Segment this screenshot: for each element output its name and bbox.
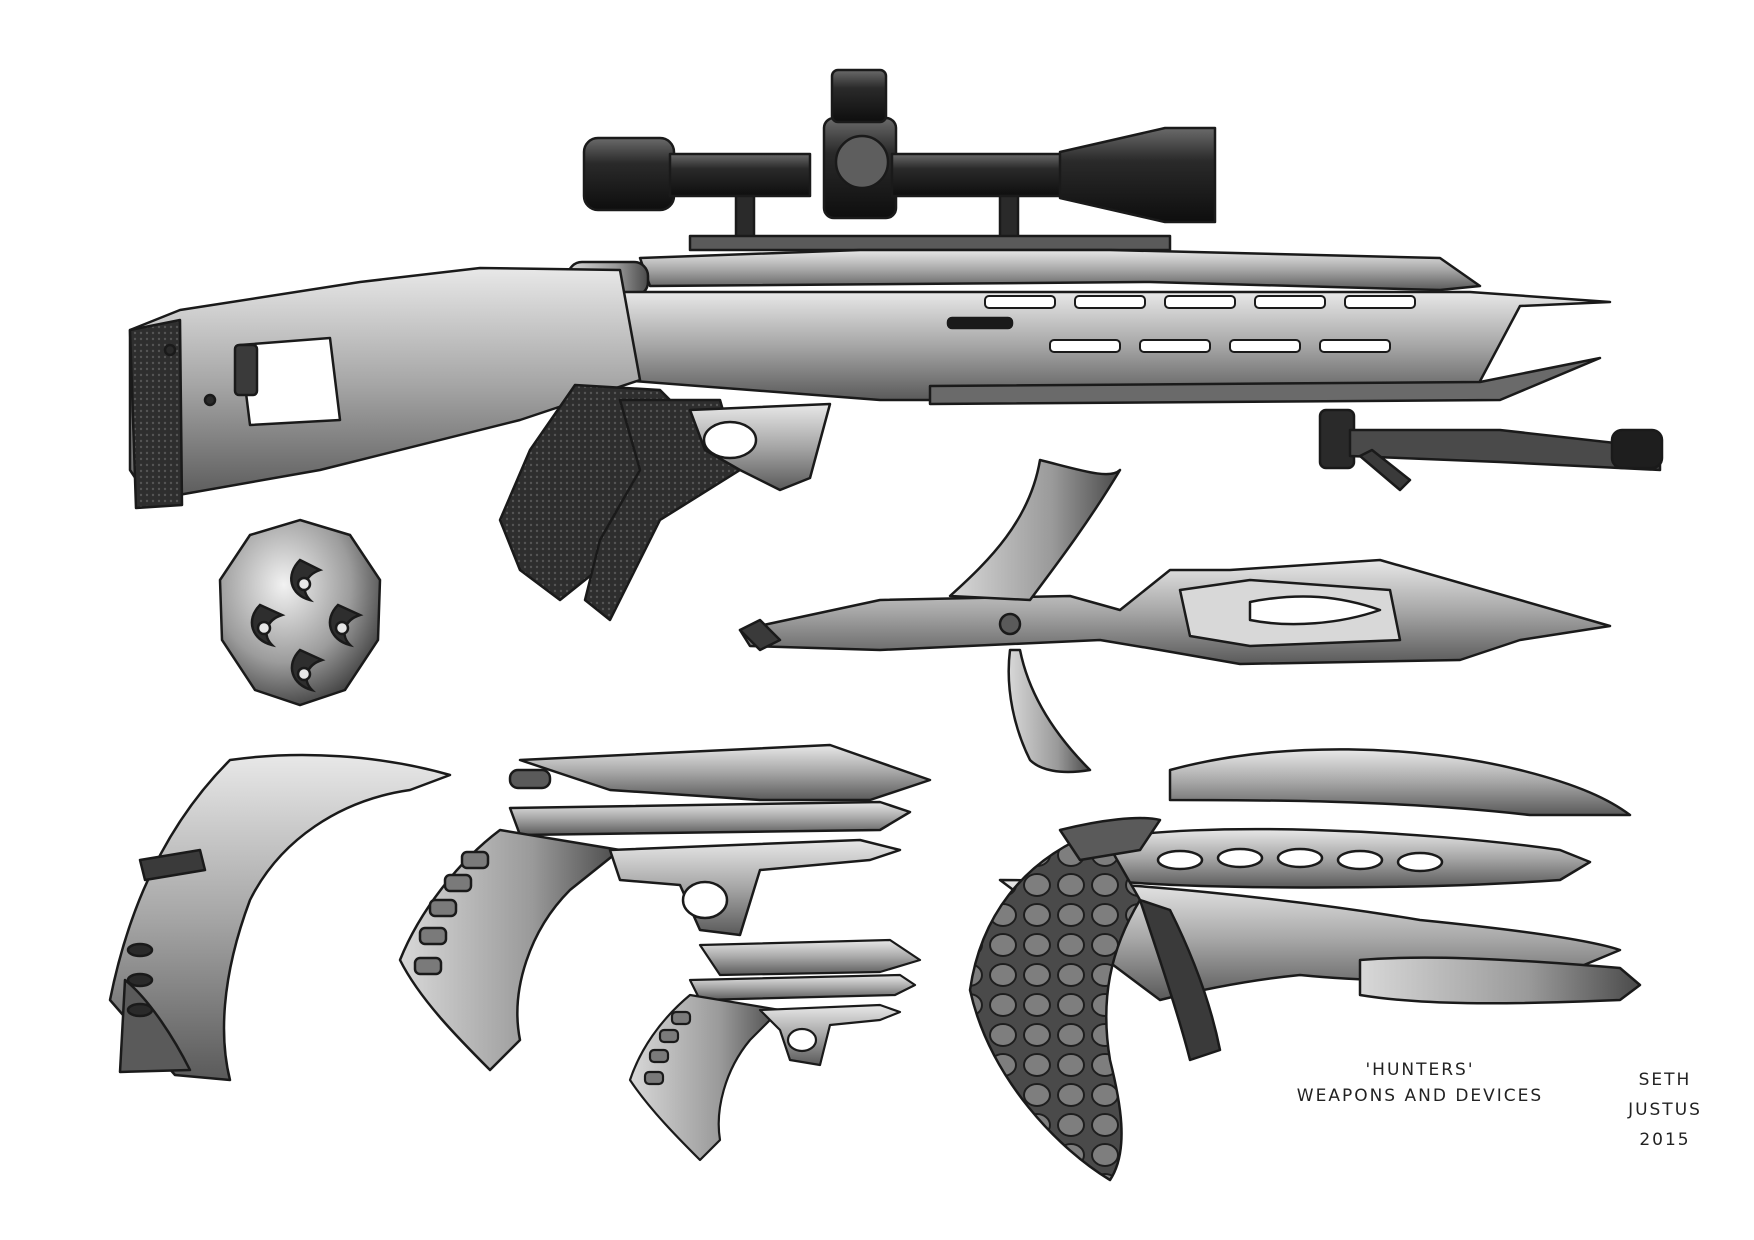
claw-grip [108, 753, 452, 1082]
organic-pistol-large [398, 743, 932, 1072]
rifle-bipod [1318, 408, 1664, 492]
rifle-scope [582, 68, 1217, 240]
organic-pistol-small [628, 938, 922, 1162]
sheet-subtitle: WEAPONS AND DEVICES [1296, 1086, 1544, 1106]
artist-first-name: SETH [1638, 1070, 1692, 1090]
spherical-device [218, 518, 382, 707]
sheet-title: 'HUNTERS' [1365, 1060, 1475, 1080]
spear-blade [738, 458, 1612, 774]
title-block: 'HUNTERS' WEAPONS AND DEVICES [1270, 1057, 1570, 1109]
artwork-year: 2015 [1639, 1130, 1691, 1150]
organic-cannon [968, 748, 1642, 1182]
sniper-rifle [128, 68, 1664, 622]
artist-block: SETH JUSTUS 2015 [1610, 1065, 1720, 1155]
artist-last-name: JUSTUS [1628, 1100, 1702, 1120]
